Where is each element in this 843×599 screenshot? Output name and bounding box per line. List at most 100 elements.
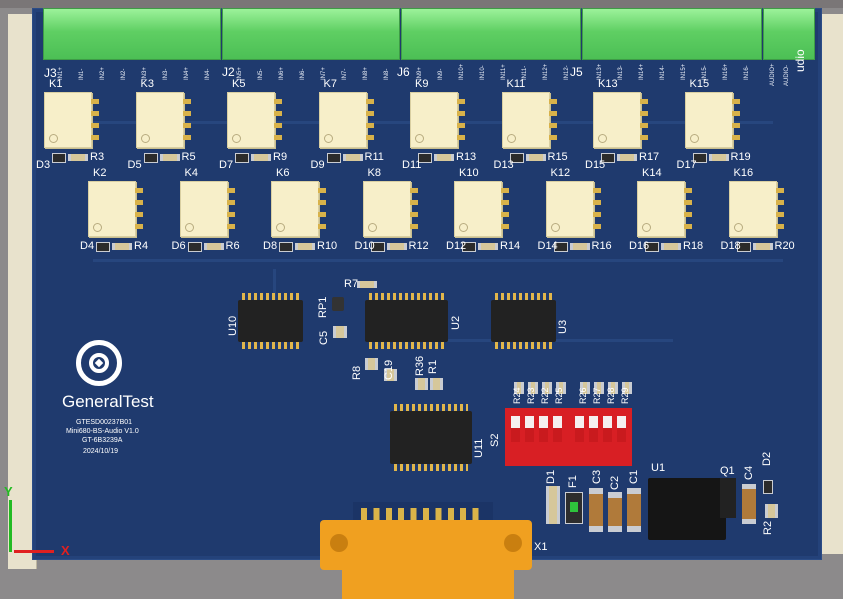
pin-label: IN13-	[618, 65, 624, 80]
capacitor-c19[interactable]	[384, 369, 397, 381]
led-d17[interactable]	[692, 153, 707, 163]
relay-k1[interactable]	[44, 92, 99, 148]
resistor-r19[interactable]	[708, 154, 729, 161]
terminal-block-audio[interactable]	[763, 8, 815, 60]
dip-switch-s2[interactable]	[505, 408, 632, 466]
relay-k6[interactable]	[271, 181, 326, 237]
resistor-r15[interactable]	[525, 154, 546, 161]
resistor-r25[interactable]	[556, 382, 566, 394]
resistor-r6[interactable]	[203, 243, 224, 250]
terminal-block-j5[interactable]	[582, 8, 762, 60]
ic-u10[interactable]	[238, 293, 303, 349]
relay-k3[interactable]	[135, 92, 191, 148]
label-u1: U1	[651, 462, 666, 474]
resistor-r7[interactable]	[357, 281, 377, 288]
label-x1: X1	[534, 541, 548, 553]
label-c5: C5	[318, 330, 330, 345]
led-d14[interactable]	[553, 242, 568, 252]
resistor-r14[interactable]	[478, 243, 498, 250]
resistor-r20[interactable]	[752, 243, 773, 250]
resistor-r27[interactable]	[594, 382, 604, 394]
resistor-r3[interactable]	[68, 154, 88, 161]
resistor-r16[interactable]	[569, 243, 590, 250]
label-d2: D2	[761, 451, 773, 466]
resistor-r36[interactable]	[415, 378, 428, 390]
resistor-r10[interactable]	[295, 243, 315, 250]
transistor-q1[interactable]	[720, 478, 736, 518]
terminal-block-j2[interactable]	[222, 8, 400, 60]
terminal-block-j6[interactable]	[401, 8, 581, 60]
relay-k2[interactable]	[88, 181, 143, 237]
resistor-r4[interactable]	[112, 243, 132, 250]
resistor-r1[interactable]	[430, 378, 443, 390]
relay-k14[interactable]	[637, 181, 692, 237]
pin-label: IN12-	[564, 65, 570, 80]
resistor-r22[interactable]	[542, 382, 552, 394]
led-d7[interactable]	[235, 153, 249, 163]
resistor-r12[interactable]	[386, 243, 407, 250]
resistor-r18[interactable]	[661, 243, 681, 250]
resistor-r29[interactable]	[622, 382, 632, 394]
led-d15[interactable]	[601, 153, 615, 163]
ic-u1[interactable]	[648, 478, 726, 540]
terminal-block-j3[interactable]	[43, 8, 221, 60]
led-d5[interactable]	[143, 153, 158, 163]
relay-k9[interactable]	[410, 92, 465, 148]
connector-x1[interactable]	[320, 520, 532, 570]
relay-k13[interactable]	[593, 92, 648, 148]
resistor-r2[interactable]	[765, 504, 778, 518]
relay-k4[interactable]	[179, 181, 235, 237]
capacitor-c1[interactable]	[627, 488, 641, 532]
resistor-r24[interactable]	[514, 382, 524, 394]
resistor-r11[interactable]	[342, 154, 363, 161]
label-u2: U2	[450, 315, 462, 330]
diode-d1[interactable]	[546, 486, 560, 524]
relay-k12[interactable]	[545, 181, 601, 237]
led-label: D12	[446, 240, 467, 252]
resistor-r28[interactable]	[608, 382, 618, 394]
led-d10[interactable]	[370, 242, 385, 252]
led-d2[interactable]	[763, 480, 773, 494]
resistor-r5[interactable]	[159, 154, 180, 161]
label-c1: C1	[628, 469, 640, 484]
resistor-r13[interactable]	[434, 154, 454, 161]
ic-u2[interactable]	[365, 293, 448, 349]
led-d12[interactable]	[462, 242, 476, 252]
ic-u3[interactable]	[491, 293, 556, 349]
relay-k8[interactable]	[362, 181, 418, 237]
capacitor-c3[interactable]	[589, 488, 603, 532]
ic-u11[interactable]	[390, 404, 472, 471]
relay-k10[interactable]	[454, 181, 509, 237]
capacitor-c5[interactable]	[333, 326, 347, 338]
led-d18[interactable]	[736, 242, 751, 252]
led-d6[interactable]	[187, 242, 202, 252]
label-c3: C3	[591, 469, 603, 484]
resistor-r17[interactable]	[617, 154, 637, 161]
led-d8[interactable]	[279, 242, 293, 252]
relay-k5[interactable]	[227, 92, 282, 148]
led-d11[interactable]	[418, 153, 432, 163]
pin-label: IN7-	[342, 68, 348, 80]
led-d13[interactable]	[509, 153, 524, 163]
resistor-label: R13	[456, 151, 477, 163]
resistor-r9[interactable]	[251, 154, 271, 161]
pin-label: IN8+	[363, 67, 369, 80]
capacitor-c2[interactable]	[608, 492, 622, 532]
resistor-r8[interactable]	[365, 358, 378, 370]
resistor-network-rp1[interactable]	[332, 297, 344, 311]
led-d9[interactable]	[326, 153, 341, 163]
relay-k15[interactable]	[684, 92, 740, 148]
led-d3[interactable]	[52, 153, 66, 163]
led-d16[interactable]	[645, 242, 659, 252]
resistor-r26[interactable]	[580, 382, 590, 394]
relay-k16[interactable]	[728, 181, 784, 237]
capacitor-c4[interactable]	[742, 484, 756, 524]
resistor-r23[interactable]	[528, 382, 538, 394]
fuse-f1[interactable]	[565, 492, 583, 524]
pin-label: IN4+	[184, 67, 190, 80]
axis-y-arrow	[9, 500, 12, 552]
label-r7: R7	[344, 278, 359, 290]
led-d4[interactable]	[96, 242, 110, 252]
relay-k7[interactable]	[318, 92, 374, 148]
relay-k11[interactable]	[501, 92, 557, 148]
